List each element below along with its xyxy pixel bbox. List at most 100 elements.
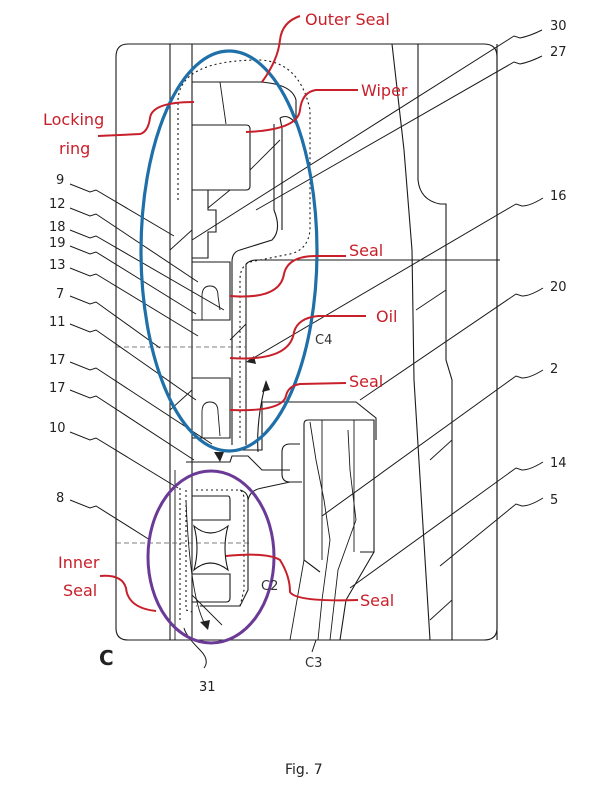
leader-30 [191,29,543,241]
chamber-label-c3: C3 [305,656,322,671]
stepped-part [192,190,217,259]
spring-band [309,421,331,641]
wiper-housing [231,124,279,445]
piston-notch [186,455,290,471]
annotation-oil: Oil [376,307,397,326]
chamber-label-c4: C4 [315,333,332,348]
ref-numeral-2: 2 [550,362,558,377]
corner-label: C [99,646,114,670]
annotation-leader-locking-ring [97,101,195,137]
lower-slope-2 [289,559,305,641]
flow-arrow-curve [185,499,207,627]
inner-seal-region-ellipse [146,469,276,645]
leader-2 [321,369,544,517]
outer-seal-body [192,81,297,122]
right-plate-outer [391,43,431,641]
chamber-label-c2: C2 [261,579,278,594]
ref-numeral-7: 7 [56,287,64,302]
right-plate-hatch [429,439,453,461]
annotation-inner-seal-line1: Inner [58,553,100,572]
cartridge-wall [303,424,321,573]
flow-arrow-curve-head [200,620,210,630]
leader-19 [69,245,197,315]
annotation-leader-oil [229,315,366,360]
seal-lip-lower [201,401,221,438]
oil-flow-path-upper [177,59,311,438]
leader-31 [183,627,207,669]
annotation-outer-seal: Outer Seal [305,10,390,29]
ref-numeral-8: 8 [56,491,64,506]
flow-arrow-head [262,380,270,392]
leader-17a [69,361,213,445]
ref-numeral-17a: 17 [49,353,66,368]
seal-element-lower [192,377,231,439]
annotation-seal-lower: Seal [360,591,394,610]
leader-7 [69,295,161,349]
ref-numeral-9: 9 [56,173,64,188]
annotation-leader-seal-upper [229,255,346,298]
side-lug [281,443,302,483]
locking-ring [192,124,251,191]
annotation-leader-inner-seal [99,574,157,612]
ref-numeral-27: 27 [550,45,567,60]
leader-c3 [311,639,317,653]
annotation-leader-outer-seal [261,15,301,83]
leader-17b [69,389,195,461]
annotation-seal-upper: Seal [349,241,383,260]
leader-13 [69,267,199,337]
bearing-race-upper [192,495,231,521]
annotation-leader-seal-lower [225,553,359,602]
leader-11 [69,323,197,401]
annotation-seal-middle: Seal [349,372,383,391]
leader-12 [69,207,199,283]
ref-numeral-11: 11 [49,315,66,330]
seal-lip-upper [201,285,221,320]
outer-seal-edge [219,81,227,125]
ref-numeral-12: 12 [49,197,66,212]
ref-numeral-17b: 17 [49,381,66,396]
leader-18 [69,229,225,311]
leader-10 [69,431,179,489]
ref-numeral-13: 13 [49,258,66,273]
leader-27 [255,55,543,211]
bearing-housing-outer [247,481,291,501]
seal-element-upper [192,261,231,321]
right-plate-hatch [415,289,447,311]
leader-20 [359,287,544,401]
oil-flow-path-lower [185,489,245,613]
diagonal-hatch [169,229,193,251]
leader-14 [349,461,544,589]
cylinder-cartridge [303,419,375,553]
ref-numeral-5: 5 [550,493,558,508]
leader-16 [249,197,544,361]
annotation-inner-seal-line2: Seal [63,581,97,600]
piston-body [222,401,377,451]
flow-arrow-down [214,452,224,462]
housing-outline [115,43,498,641]
bearing-housing [200,489,249,607]
leader-5 [439,497,544,567]
leader-8 [69,499,151,541]
diagonal-hatch [229,323,247,341]
annotation-locking-ring-line1: Locking [43,110,104,129]
ref-numeral-10: 10 [49,421,66,436]
ref-numeral-19: 19 [49,236,66,251]
ref-numeral-14: 14 [550,456,567,471]
bearing-race-lower [192,573,231,603]
ref-numeral-30: 30 [550,19,567,34]
ref-numeral-18: 18 [49,220,66,235]
stepped-part-chamfer [207,189,231,209]
locking-ring-chamfer [249,139,281,171]
annotation-leader-seal-middle [229,382,347,412]
figure-caption: Fig. 7 [285,762,323,778]
bearing-roller [192,524,229,572]
annotation-leader-wiper [245,89,358,133]
ref-numeral-16: 16 [550,189,567,204]
spring-band [329,429,357,641]
ref-numeral-20: 20 [550,280,567,295]
outer-seal-region-ellipse [139,49,319,453]
leader-9 [69,183,175,237]
channel-wall [245,259,500,265]
right-plate-inner [417,44,453,640]
